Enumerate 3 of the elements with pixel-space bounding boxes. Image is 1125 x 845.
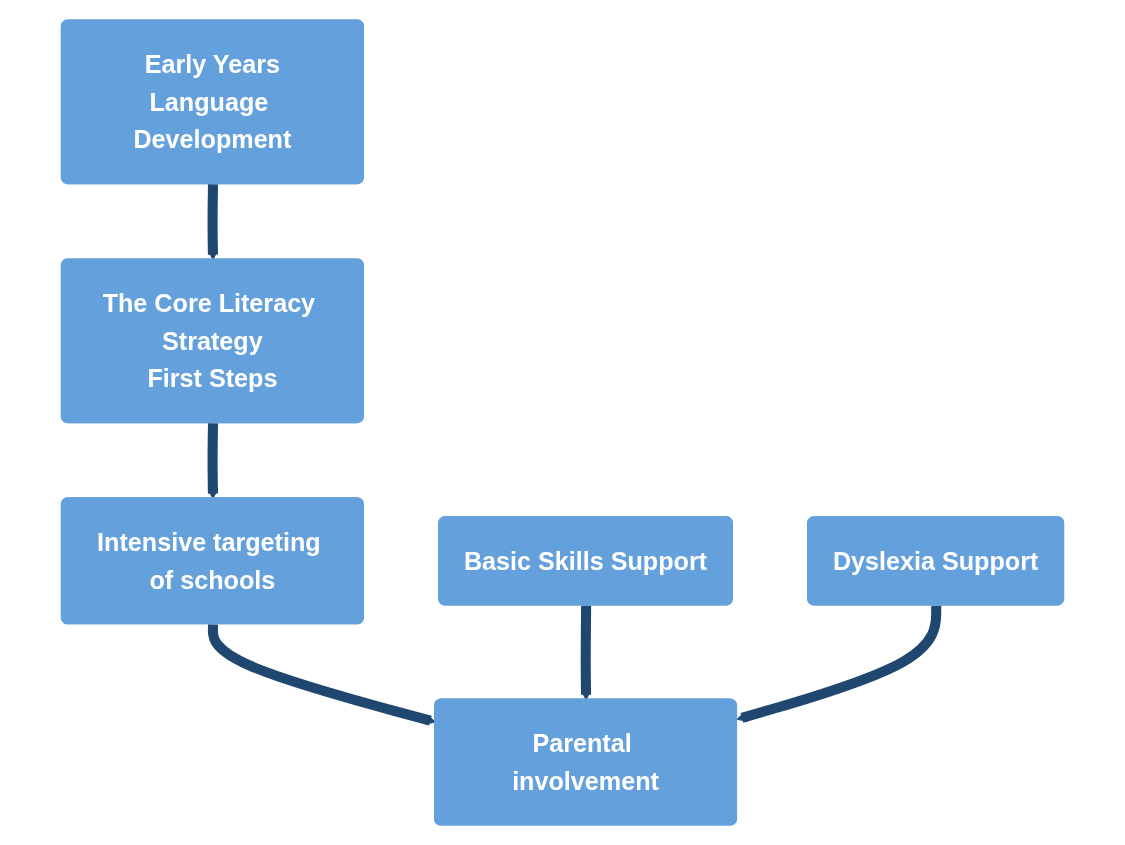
arrow xyxy=(736,605,942,723)
arrow xyxy=(580,605,592,701)
arrow xyxy=(207,184,219,261)
